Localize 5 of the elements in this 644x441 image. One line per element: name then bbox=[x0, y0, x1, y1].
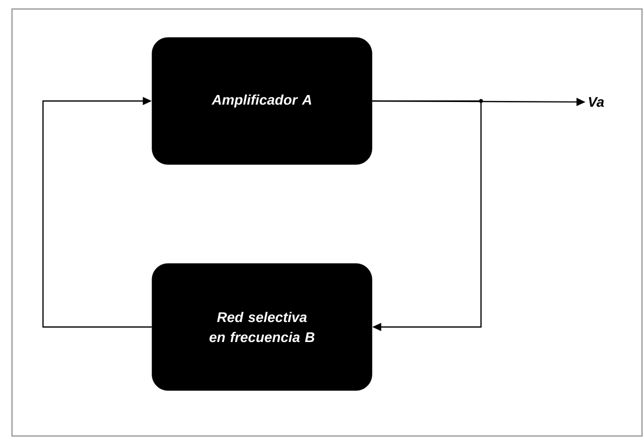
block-box: Red selectiva en frecuencia B bbox=[152, 263, 372, 391]
block-box: Amplificador A bbox=[152, 37, 372, 165]
output-label: Va bbox=[588, 97, 604, 107]
arrow bbox=[42, 96, 152, 328]
arrow bbox=[372, 100, 482, 332]
